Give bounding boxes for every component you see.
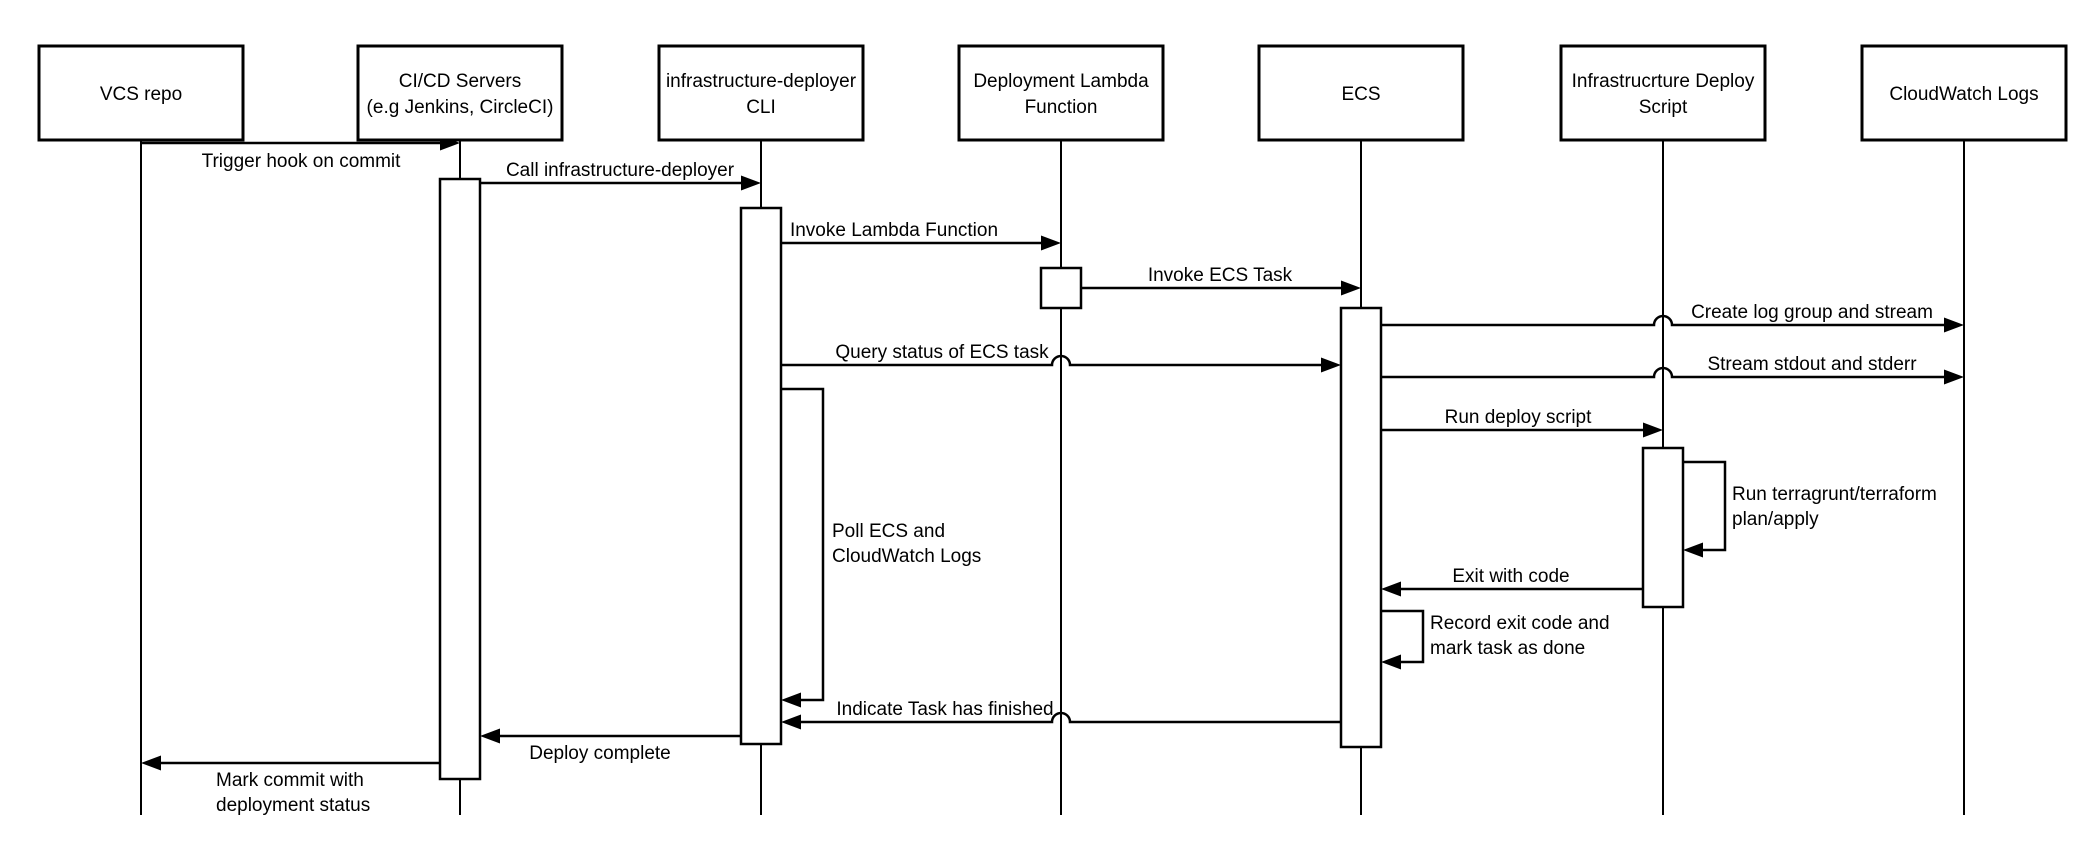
- arrowhead: [141, 755, 161, 771]
- participant-label: Script: [1639, 97, 1688, 118]
- participant-label: infrastructure-deployer: [666, 71, 857, 92]
- message-label: deployment status: [216, 795, 370, 816]
- self-message-run-terragrunt-terraform-plan-apply: Run terragrunt/terraform plan/apply: [1683, 460, 1937, 558]
- messages-layer: Trigger hook on commit Call infrastructur…: [141, 135, 1964, 816]
- message-label: CloudWatch Logs: [832, 546, 981, 567]
- arrowhead: [1041, 235, 1061, 251]
- arrowhead: [1381, 654, 1401, 670]
- participant-box-cicd: [356, 44, 564, 142]
- arrowhead: [1643, 422, 1663, 438]
- message-line: [1381, 314, 1948, 327]
- participant-label: CLI: [746, 97, 776, 118]
- message-label: plan/apply: [1732, 509, 1819, 530]
- message-stream-stdout-and-stderr: Stream stdout and stderr: [1381, 354, 1964, 385]
- message-create-log-group-and-stream: Create log group and stream: [1381, 302, 1964, 333]
- message-invoke-ecs-task: Invoke ECS Task: [1081, 265, 1361, 296]
- message-label: Stream stdout and stderr: [1707, 354, 1917, 375]
- participants-layer: VCS repo CI/CD Servers (e.g Jenkins, Circl…: [37, 44, 2068, 142]
- message-label: Call infrastructure-deployer: [506, 160, 735, 181]
- activation-ecs: [1339, 306, 1383, 749]
- participant-label: VCS repo: [100, 84, 182, 105]
- participant-label: Infrastrucrture Deploy: [1572, 71, 1755, 92]
- participant-ecs: ECS: [1257, 44, 1465, 142]
- arrowhead: [1341, 280, 1361, 296]
- message-label: Invoke Lambda Function: [790, 220, 998, 241]
- participant-label: ECS: [1341, 84, 1380, 105]
- arrowhead: [1944, 317, 1964, 333]
- participant-label: CI/CD Servers: [399, 71, 521, 92]
- message-label: Trigger hook on commit: [202, 151, 402, 172]
- participant-box-lambda: [957, 44, 1165, 142]
- message-label: Poll ECS and: [832, 521, 945, 542]
- message-invoke-lambda-function: Invoke Lambda Function: [781, 220, 1061, 251]
- self-message-record-exit-code-and-mark-task-as-done: Record exit code and mark task as done: [1381, 609, 1610, 670]
- message-label: Deploy complete: [529, 743, 671, 764]
- message-line: [1381, 366, 1948, 379]
- message-label: mark task as done: [1430, 638, 1585, 659]
- message-label: Query status of ECS task: [835, 342, 1049, 363]
- arrowhead: [480, 728, 500, 744]
- message-query-status-of-ecs-task: Query status of ECS task: [781, 342, 1341, 373]
- message-label: Indicate Task has finished: [836, 699, 1053, 720]
- participant-label: (e.g Jenkins, CircleCI): [367, 97, 554, 118]
- self-message-line: [781, 387, 825, 702]
- message-label: Create log group and stream: [1691, 302, 1933, 323]
- message-label: Invoke ECS Task: [1148, 265, 1293, 286]
- participant-box-vcs: [37, 44, 245, 142]
- arrowhead: [781, 692, 801, 708]
- message-label: Exit with code: [1452, 566, 1569, 587]
- message-line: [797, 711, 1341, 724]
- participant-cloudwatch: CloudWatch Logs: [1860, 44, 2068, 142]
- arrowhead: [781, 714, 801, 730]
- activation-lambda: [1039, 266, 1083, 310]
- participant-vcs: VCS repo: [37, 44, 245, 142]
- participant-cicd: CI/CD Servers (e.g Jenkins, CircleCI): [356, 44, 564, 142]
- participant-label: CloudWatch Logs: [1889, 84, 2038, 105]
- participant-label: Function: [1025, 97, 1098, 118]
- message-call-infrastructure-deployer: Call infrastructure-deployer: [480, 160, 761, 191]
- arrowhead: [1944, 369, 1964, 385]
- participant-label: Deployment Lambda: [973, 71, 1149, 92]
- participant-box-deploy: [1559, 44, 1767, 142]
- arrowhead: [1683, 542, 1703, 558]
- arrowhead: [1321, 357, 1341, 373]
- message-exit-with-code: Exit with code: [1381, 566, 1643, 597]
- message-label: Mark commit with: [216, 770, 364, 791]
- message-run-deploy-script: Run deploy script: [1381, 407, 1663, 438]
- participant-box-cli: [657, 44, 865, 142]
- message-line: [781, 354, 1325, 367]
- participant-box-ecs: [1257, 44, 1465, 142]
- arrowhead: [1381, 581, 1401, 597]
- activation-cicd: [438, 177, 482, 781]
- message-indicate-task-has-finished: Indicate Task has finished: [781, 699, 1341, 730]
- self-message-line: [1381, 609, 1425, 664]
- activation-cli: [739, 206, 783, 746]
- self-message-line: [1683, 460, 1727, 552]
- message-label: Run deploy script: [1445, 407, 1593, 428]
- participant-box-cloudwatch: [1860, 44, 2068, 142]
- activations-layer: [438, 177, 1685, 781]
- message-label: Record exit code and: [1430, 613, 1610, 634]
- message-label: Run terragrunt/terraform: [1732, 484, 1937, 505]
- message-deploy-complete: Deploy complete: [480, 728, 741, 764]
- arrowhead: [741, 175, 761, 191]
- message-mark-commit-with-deployment-status: Mark commit with deployment status: [141, 755, 440, 816]
- activation-deploy: [1641, 446, 1685, 609]
